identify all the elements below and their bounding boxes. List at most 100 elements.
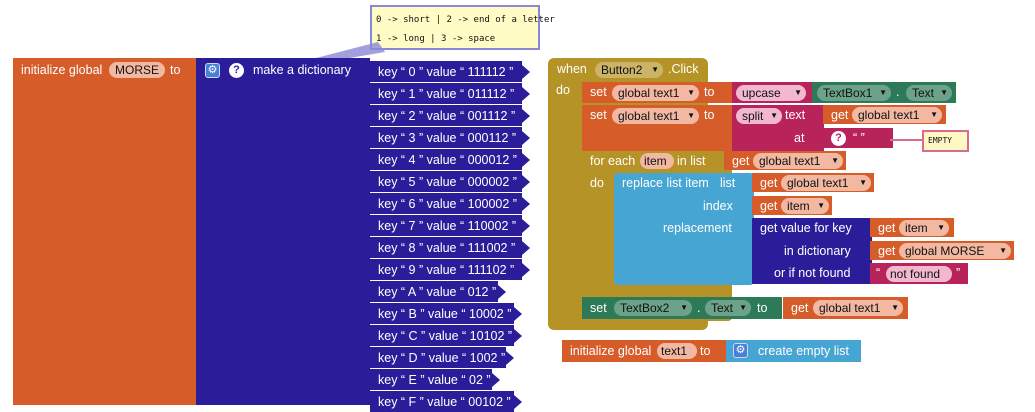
empty-bubble: EMPTY [922,130,969,152]
init-global-morse-block[interactable]: initialize global MORSE to [13,58,200,405]
comment-line-2: 1 -> long | 3 -> space [376,34,496,44]
get-text1-replace[interactable]: get global text1▼ [752,173,874,192]
pair-7[interactable]: key “ 7 ” value “ 110002 ” [370,215,530,236]
get-var-text1[interactable]: global text1▼ [852,107,942,123]
split-block[interactable]: split▼ text at [732,105,824,151]
component-dropdown-button2[interactable]: Button2▼ [595,62,663,78]
get-var-morse[interactable]: global MORSE▼ [899,243,1011,259]
init-global-text1-block[interactable]: initialize global text1 to [562,340,728,362]
replace-list-label: list [720,176,736,190]
pair-e[interactable]: key “ E ” value “ 02 ” [370,369,500,390]
empty-quote: “ ” [853,131,865,145]
set-text1-split[interactable]: set global text1▼ to [582,105,734,151]
replace-label: replace list item [622,176,709,190]
comment-line-1: 0 -> short | 2 -> end of a letter [376,15,555,25]
var-dropdown-text1-2[interactable]: global text1▼ [612,108,699,124]
or-if-not-found-label: or if not found [774,266,851,280]
get-var-text1-final[interactable]: global text1▼ [813,300,903,316]
pair-2[interactable]: key “ 2 ” value “ 001112 ” [370,105,530,126]
set-label-2: set [590,108,607,122]
pair-3[interactable]: key “ 3 ” value “ 000112 ” [370,127,530,148]
get-label-key: get [878,221,896,235]
to-label: to [704,85,715,99]
comment-bubble[interactable]: 0 -> short | 2 -> end of a letter 1 -> l… [370,5,555,50]
init-to-label: to [170,63,181,77]
make-dictionary-block[interactable]: ⚙ ? make a dictionary [196,58,370,405]
split-dropdown[interactable]: split▼ [736,108,782,124]
get-var-key-item[interactable]: item▼ [899,220,949,236]
not-found-text[interactable]: not found [886,266,952,282]
textbox1-text-getter[interactable]: TextBox1▼ . Text▼ [812,82,956,103]
split-at-label: at [794,131,805,145]
set-text1-upcase[interactable]: set global text1▼ to [582,82,734,103]
pair-9[interactable]: key “ 9 ” value “ 111102 ” [370,259,530,280]
get-label-dict: get [878,244,896,258]
pair-c[interactable]: key “ C ” value “ 10102 ” [370,325,522,346]
get-morse-dict[interactable]: get global MORSE▼ [870,241,1014,260]
get-var-replace-list[interactable]: global text1▼ [781,175,871,191]
in-dictionary-label: in dictionary [784,244,851,258]
bubble-connector [890,139,924,141]
init-label: initialize global [21,63,103,77]
replace-index-label: index [703,199,733,213]
to-label-2: to [704,108,715,122]
dot-label-3: . [697,301,701,315]
when-label: when [557,62,587,76]
var-name-text1[interactable]: text1 [657,343,697,359]
get-item-index[interactable]: get item▼ [752,196,832,215]
prop-dropdown-text-2[interactable]: Text▼ [705,300,751,316]
split-text-label: text [785,108,806,122]
empty-text-block[interactable]: ? “ ” [823,128,893,148]
quote-open: “ [876,266,881,280]
upcase-dropdown[interactable]: upcase▼ [736,85,806,101]
in-list-label: in list [677,154,706,168]
gear-icon-list[interactable]: ⚙ [733,343,748,358]
pair-a[interactable]: key “ A ” value “ 012 ” [370,281,506,302]
get-var-list[interactable]: global text1▼ [753,153,843,169]
component-dropdown-textbox2[interactable]: TextBox2▼ [614,300,692,316]
get-label-index: get [760,199,778,213]
get-label: get [831,108,849,122]
pair-6[interactable]: key “ 6 ” value “ 100002 ” [370,193,530,214]
get-value-label: get value for key [760,221,852,235]
make-dict-label: make a dictionary [253,63,351,77]
get-text1-split[interactable]: get global text1▼ [823,105,946,124]
pair-b[interactable]: key “ B ” value “ 10002 ” [370,303,522,324]
loop-var-item[interactable]: item [640,153,674,169]
dot-label: . [896,85,900,99]
create-empty-list-block[interactable]: ⚙ create empty list [726,340,861,362]
help-icon[interactable]: ? [229,63,244,78]
prop-dropdown-text[interactable]: Text▼ [906,85,952,101]
event-name: .Click [668,62,699,76]
pair-5[interactable]: key “ 5 ” value “ 000002 ” [370,171,530,192]
var-name-morse[interactable]: MORSE [109,62,165,78]
pair-0[interactable]: key “ 0 ” value “ 111112 ” [370,61,530,82]
var-dropdown-text1[interactable]: global text1▼ [612,85,699,101]
get-value-for-key-block[interactable]: get value for key in dictionary or if no… [752,218,872,284]
upcase-block[interactable]: upcase▼ [732,82,814,103]
get-var-item[interactable]: item▼ [781,198,829,214]
create-empty-list-label: create empty list [758,344,850,358]
set-label-3: set [590,301,607,315]
replace-replacement-label: replacement [663,221,732,235]
pair-d[interactable]: key “ D ” value “ 1002 ” [370,347,514,368]
for-each-do-label: do [590,176,604,190]
pair-4[interactable]: key “ 4 ” value “ 000012 ” [370,149,530,170]
get-text1-final[interactable]: get global text1▼ [783,297,908,319]
set-label: set [590,85,607,99]
get-item-key[interactable]: get item▼ [870,218,954,237]
pair-8[interactable]: key “ 8 ” value “ 111002 ” [370,237,530,258]
quote-close: ” [956,266,961,280]
set-textbox2-text[interactable]: set TextBox2▼ . Text▼ to [582,297,782,319]
component-dropdown-textbox1[interactable]: TextBox1▼ [817,85,891,101]
help-icon-text[interactable]: ? [831,131,846,146]
not-found-text-block[interactable]: “ not found ” [870,263,968,284]
gear-icon[interactable]: ⚙ [205,63,220,78]
replace-list-item-block[interactable]: replace list item list index replacement [614,173,754,285]
get-label-replace: get [760,176,778,190]
pair-1[interactable]: key “ 1 ” value “ 011112 ” [370,83,530,104]
get-text1-loop[interactable]: get global text1▼ [724,151,846,170]
pair-f[interactable]: key “ F ” value “ 00102 ” [370,391,522,412]
for-each-label: for each [590,154,636,168]
get-label-final: get [791,301,809,315]
